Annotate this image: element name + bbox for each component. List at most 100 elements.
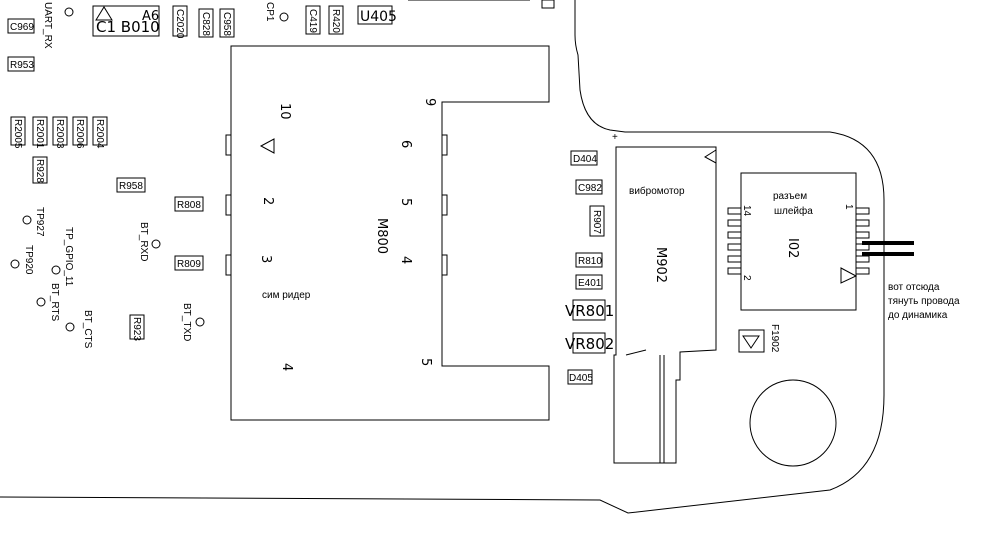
connector-pin-14: 14 [741, 205, 752, 217]
connector-outline [740, 172, 857, 311]
r2001-box [32, 116, 48, 146]
r928-label: R928 [34, 159, 45, 183]
sim-pin-4-bottom: 4 [279, 363, 294, 371]
c419-label: C419 [307, 9, 318, 33]
r907-box [589, 205, 605, 237]
tp-gpio-11-testpoint [51, 265, 61, 275]
speaker-circle [749, 379, 837, 467]
wire-lower [862, 252, 914, 256]
wires-annotation-line2: тянуть провода [888, 296, 960, 307]
bt-txd-testpoint [195, 317, 205, 327]
cp1-label: CP1 [264, 2, 275, 22]
u405-box [357, 5, 393, 25]
vibromotor-annotation: вибромотор [629, 185, 685, 197]
bt-rts-label: BT_RTS [49, 283, 60, 321]
r2005-box [10, 116, 26, 146]
sim-pin-10: 10 [277, 103, 292, 120]
connector-designator: I02 [785, 238, 800, 258]
sim-pin-2: 2 [260, 197, 275, 205]
sim-pin-5-top: 5 [398, 198, 413, 206]
plus-marker-icon: + [612, 132, 618, 143]
r809-label: R809 [177, 259, 201, 270]
f1902-outline [738, 329, 765, 353]
r953-label: R953 [10, 60, 34, 71]
e401-label: E401 [578, 278, 602, 289]
d405-box [567, 369, 593, 385]
bt-rxd-label: BT_RXD [138, 222, 149, 261]
vr802-label: VR802 [565, 335, 614, 353]
c2020-box [172, 5, 188, 37]
r2004-box [92, 116, 108, 146]
vibromotor-triangle-icon [704, 149, 717, 164]
tp-gpio-11-label: TP_GPIO_11 [63, 227, 74, 287]
r809-box [174, 255, 204, 271]
r420-box [328, 5, 344, 35]
uart-rx-testpoint [64, 7, 74, 17]
tp927-testpoint [22, 215, 32, 225]
vibromotor-outline [613, 146, 717, 464]
c982-box [575, 179, 603, 195]
r923-label: R923 [131, 317, 142, 341]
sim-pin1-triangle-icon [259, 138, 275, 154]
r953-box [7, 56, 35, 72]
r2006-label: R2006 [74, 119, 85, 149]
board-outline [0, 0, 885, 514]
connector-pin-1: 1 [843, 204, 854, 210]
sim-pin-3: 3 [258, 255, 273, 263]
r810-label: R810 [578, 256, 602, 267]
uart-rx-label: UART_RX [42, 2, 53, 49]
c969-box [7, 18, 35, 34]
a6-label: A6 [142, 9, 159, 24]
cp1-testpoint [279, 12, 289, 22]
connector-annotation-line1: разъем [773, 191, 807, 202]
r808-label: R808 [177, 200, 201, 211]
vr802-box [572, 332, 606, 354]
connector-pin-2: 2 [741, 275, 752, 281]
f1902-label: F1902 [769, 324, 780, 353]
connector-left-pins [727, 207, 742, 275]
r2001-label: R2001 [34, 119, 45, 149]
r808-box [174, 196, 204, 212]
connector-pin1-triangle-icon [840, 267, 858, 284]
r923-box [129, 314, 145, 340]
sim-notch-6 [441, 254, 448, 276]
d405-label: D405 [569, 373, 593, 384]
r928-box [32, 156, 48, 184]
bt-rxd-testpoint [151, 239, 161, 249]
vibromotor-designator: M902 [653, 247, 668, 283]
r958-box [116, 177, 146, 193]
tp927-label: TP927 [34, 207, 45, 237]
r907-label: R907 [591, 210, 602, 234]
wires-annotation-line1: вот отсюда [888, 282, 940, 293]
sim-pin-9: 9 [422, 98, 437, 106]
r420-label: R420 [330, 9, 341, 33]
vibromotor-bracket [625, 349, 647, 356]
connector-annotation-line2: шлейфа [774, 205, 813, 217]
sim-notch-3 [225, 254, 232, 276]
tp920-testpoint [10, 259, 20, 269]
bt-rts-testpoint [36, 297, 46, 307]
c1-b010-box [92, 5, 160, 37]
c982-label: C982 [578, 183, 602, 194]
sim-notch-2 [225, 194, 232, 216]
bt-cts-testpoint [65, 322, 75, 332]
sim-notch-4 [441, 134, 448, 156]
wires-annotation-line3: до динамика [888, 310, 948, 321]
c419-box [305, 5, 321, 35]
f1902-triangle-icon [742, 335, 760, 349]
r958-label: R958 [119, 181, 143, 192]
d404-label: D404 [573, 154, 597, 165]
sim-notch-1 [225, 134, 232, 156]
u405-label: U405 [360, 9, 397, 25]
r2003-label: R2003 [54, 119, 65, 149]
sim-designator: M800 [374, 218, 389, 254]
c1-b010-label: C1 B010 [96, 18, 160, 36]
r2005-label: R2005 [12, 119, 23, 149]
sim-pin-5-bottom: 5 [418, 358, 433, 366]
sim-reader-outline [230, 45, 550, 421]
c828-label: C828 [200, 12, 211, 36]
bt-cts-label: BT_CTS [82, 310, 93, 349]
wire-upper [862, 241, 914, 245]
r2006-box [72, 116, 88, 146]
